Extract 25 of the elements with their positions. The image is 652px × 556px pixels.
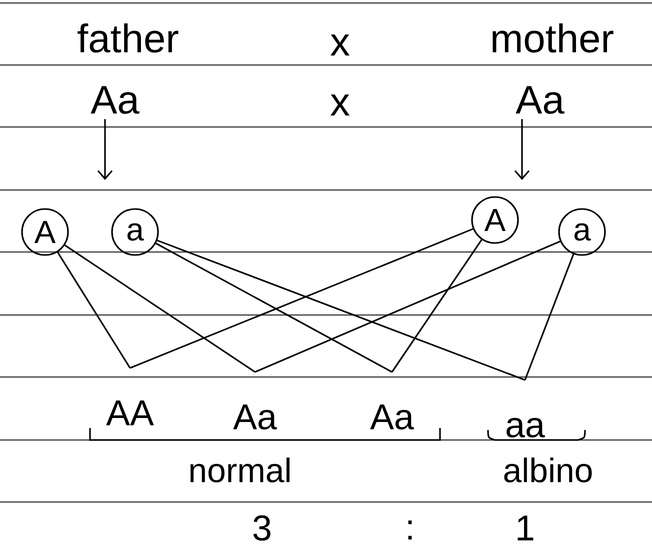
cross-line	[156, 240, 526, 381]
label-text: albino	[504, 458, 592, 482]
label-text: :	[408, 520, 412, 540]
cross-line	[130, 228, 474, 369]
genotype-text: Aa	[370, 404, 414, 430]
genotype-text: aa	[506, 418, 545, 438]
arrow	[514, 119, 530, 180]
arrow	[97, 119, 113, 180]
genotype-text: AA	[106, 400, 154, 426]
cross-line	[64, 244, 256, 373]
handwritten-word: mother	[492, 23, 614, 53]
handwritten-word: father	[78, 23, 178, 53]
cross-line	[56, 252, 131, 368]
label-text: 1	[518, 516, 534, 540]
handwritten-word: Aa	[90, 86, 140, 114]
label-text: 3	[253, 515, 270, 541]
genotype-text: Aa	[233, 404, 277, 430]
cross-line	[156, 242, 392, 373]
cross-line	[524, 254, 574, 380]
handwritten-word: Aa	[516, 86, 564, 114]
label-text: x	[330, 94, 350, 116]
cross-line	[254, 240, 560, 373]
label-text: normal	[190, 458, 290, 482]
label-text: x	[330, 34, 350, 56]
cross-line	[391, 239, 482, 372]
